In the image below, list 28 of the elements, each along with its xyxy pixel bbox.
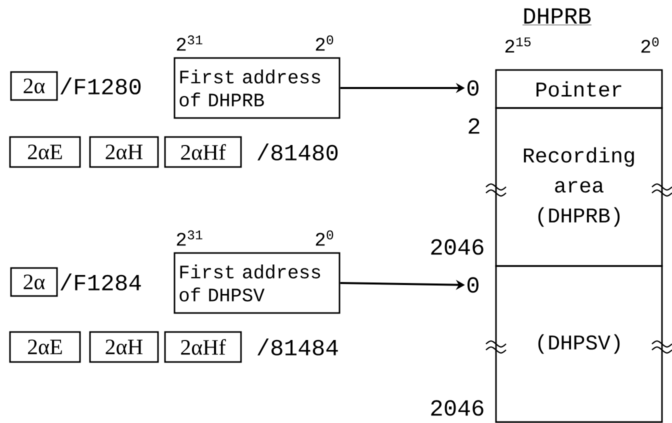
address-box: First address of DHPRB: [174, 57, 340, 119]
code-label: /F1284: [60, 274, 141, 290]
tag-box: 2αH: [89, 331, 159, 363]
offset-label: 2: [468, 118, 480, 134]
tag-box: 2αE: [9, 136, 81, 168]
address-box: First address of DHPSV: [174, 252, 340, 314]
bit-label: 2$^{0}$: [641, 37, 659, 53]
code-label: /81484: [258, 338, 338, 356]
bit-label: 2$^{0}$: [316, 230, 334, 246]
tag-box: 2αHf: [164, 136, 242, 168]
tag-box: 2α: [10, 71, 58, 101]
code-label: /81480: [258, 144, 338, 160]
bit-label: 2$^{31}$: [176, 35, 202, 51]
bit-label: 2$^{15}$: [505, 37, 531, 52]
bit-label: 2$^{0}$: [316, 35, 334, 51]
address-label: 0: [468, 277, 478, 293]
tag-box: 2αHf: [164, 331, 242, 363]
tag-box: 2α: [10, 267, 58, 297]
bit-label: 2$^{31}$: [176, 230, 202, 246]
memory-cell: Recording area (DHPRB): [495, 107, 663, 267]
memory-cell: Pointer: [495, 69, 663, 109]
memory-cell: (DHPSV): [495, 265, 663, 423]
tag-box: 2αE: [9, 331, 81, 363]
offset-label: 2046: [431, 239, 484, 255]
tag-box: 2αH: [89, 136, 159, 168]
address-label: 0: [468, 80, 478, 96]
code-label: /F1280: [60, 78, 141, 94]
table-title: DHPRB: [522, 8, 592, 26]
